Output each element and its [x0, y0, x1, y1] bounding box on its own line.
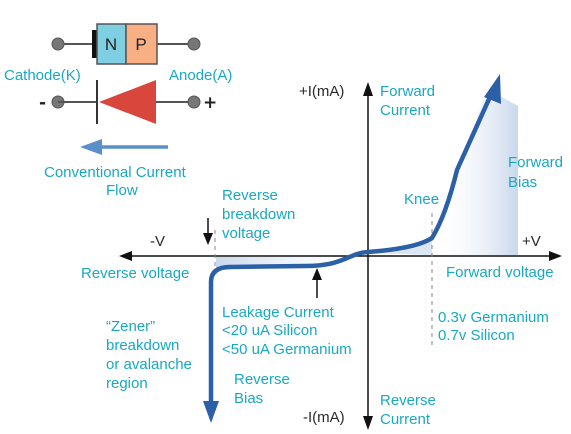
cathode-label: Cathode(K)	[4, 67, 81, 84]
conventional-current-label-line2: Flow	[106, 182, 138, 199]
leakage-label-line2: <20 uA Silicon	[222, 322, 318, 339]
zener-label-line4: region	[106, 375, 148, 392]
leakage-label-line3: <50 uA Germanium	[222, 341, 352, 358]
x-axis-arrow-right	[549, 251, 562, 261]
y-axis-negative-label: -I(mA)	[303, 409, 345, 426]
pn-left-terminal	[51, 37, 65, 51]
x-axis	[119, 251, 562, 261]
x-axis-arrow-left	[119, 251, 132, 261]
forward-current-label-line2: Current	[380, 102, 431, 119]
breakdown-label-line1: Reverse	[222, 187, 278, 204]
forward-voltage-label: Forward voltage	[446, 264, 554, 281]
reverse-bias-label-line2: Bias	[234, 390, 263, 407]
iv-characteristic-curve	[208, 87, 497, 410]
reverse-current-label-line2: Current	[380, 411, 431, 428]
conventional-current-arrow	[80, 139, 168, 155]
curve-forward-arrowhead	[484, 74, 501, 104]
leakage-label-line1: Leakage Current	[222, 304, 335, 321]
n-region-label: N	[105, 35, 117, 54]
pn-junction-symbol: N P	[51, 23, 201, 65]
forward-bias-label-line2: Bias	[508, 174, 537, 191]
anode-terminal	[187, 95, 201, 109]
anode-label: Anode(A)	[169, 67, 232, 84]
curve-reverse-arrowhead	[203, 401, 219, 423]
breakdown-label-line2: breakdown	[222, 206, 295, 223]
forward-current-label-line1: Forward	[380, 83, 435, 100]
knee-label: Knee	[404, 191, 439, 208]
reverse-bias-label-line1: Reverse	[234, 371, 290, 388]
cathode-band	[92, 30, 100, 58]
leakage-pointer-arrow	[312, 268, 322, 298]
y-axis	[363, 82, 373, 430]
pn-right-terminal	[187, 37, 201, 51]
plus-sign: +	[203, 93, 217, 113]
y-axis-arrow-down	[363, 416, 373, 430]
silicon-voltage-label: 0.7v Silicon	[438, 327, 515, 344]
x-axis-positive-label: +V	[522, 233, 541, 250]
forward-bias-shade	[432, 95, 518, 255]
p-region	[125, 23, 158, 65]
n-region	[96, 23, 127, 65]
conventional-current-label-line1: Conventional Current	[44, 164, 187, 181]
y-axis-arrow-up	[363, 82, 373, 96]
knee-shade	[368, 238, 432, 255]
diode-schematic-symbol: - +	[39, 80, 217, 124]
breakdown-pointer-arrow	[203, 218, 213, 245]
y-axis-positive-label: +I(mA)	[299, 83, 344, 100]
zener-label-line1: “Zener”	[106, 318, 155, 335]
germanium-voltage-label: 0.3v Germanium	[438, 309, 549, 326]
reverse-voltage-label: Reverse voltage	[81, 265, 189, 282]
breakdown-label-line3: voltage	[222, 225, 270, 242]
zener-label-line3: or avalanche	[106, 356, 192, 373]
reverse-current-label-line1: Reverse	[380, 392, 436, 409]
minus-sign: -	[39, 93, 46, 113]
zener-label-line2: breakdown	[106, 337, 179, 354]
diode-triangle	[99, 80, 156, 124]
p-region-label: P	[135, 35, 146, 54]
forward-bias-label-line1: Forward	[508, 154, 563, 171]
x-axis-negative-label: -V	[150, 233, 165, 250]
